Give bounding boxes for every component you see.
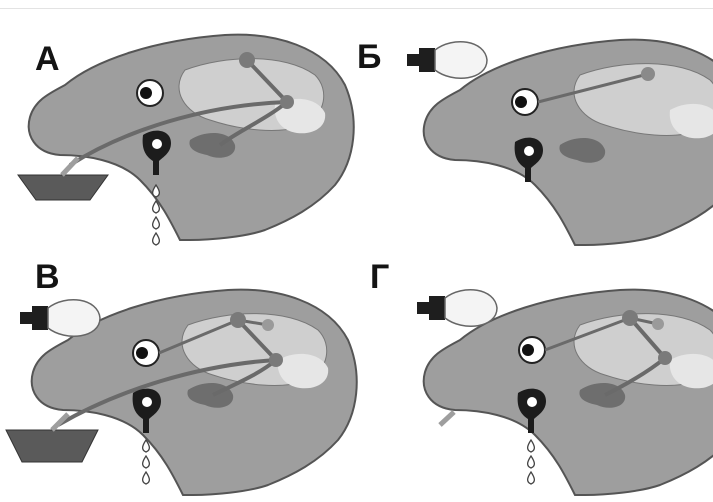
panel-a bbox=[29, 35, 354, 245]
dog-pupil bbox=[136, 347, 148, 359]
light-bulb bbox=[417, 290, 497, 327]
visual-center bbox=[262, 319, 274, 331]
visual-center bbox=[641, 67, 655, 81]
panel-label-b: Б bbox=[357, 40, 381, 74]
food-bowl bbox=[6, 430, 98, 462]
dog-pupil bbox=[140, 87, 152, 99]
visual-center bbox=[652, 318, 664, 330]
food-center bbox=[622, 310, 638, 326]
salivation-center bbox=[280, 95, 294, 109]
food-center bbox=[230, 312, 246, 328]
panel-label-g: Г bbox=[370, 260, 389, 294]
food-bowl bbox=[18, 175, 108, 200]
food-contact bbox=[62, 158, 78, 175]
fistula-opening bbox=[152, 139, 162, 149]
panel-label-v: В bbox=[35, 260, 60, 294]
fistula-opening bbox=[524, 146, 534, 156]
dog-pupil bbox=[515, 96, 527, 108]
light-bulb bbox=[407, 42, 487, 79]
fistula-opening bbox=[527, 397, 537, 407]
dog-head bbox=[29, 35, 354, 240]
saliva-drops bbox=[528, 440, 535, 484]
saliva-drops bbox=[143, 440, 150, 484]
salivation-center bbox=[269, 353, 283, 367]
tongue bbox=[440, 412, 454, 425]
dog-pupil bbox=[522, 344, 534, 356]
food-center bbox=[239, 52, 255, 68]
fistula-opening bbox=[142, 397, 152, 407]
salivation-center bbox=[658, 351, 672, 365]
light-bulb bbox=[20, 300, 100, 337]
saliva-drops bbox=[153, 185, 160, 245]
